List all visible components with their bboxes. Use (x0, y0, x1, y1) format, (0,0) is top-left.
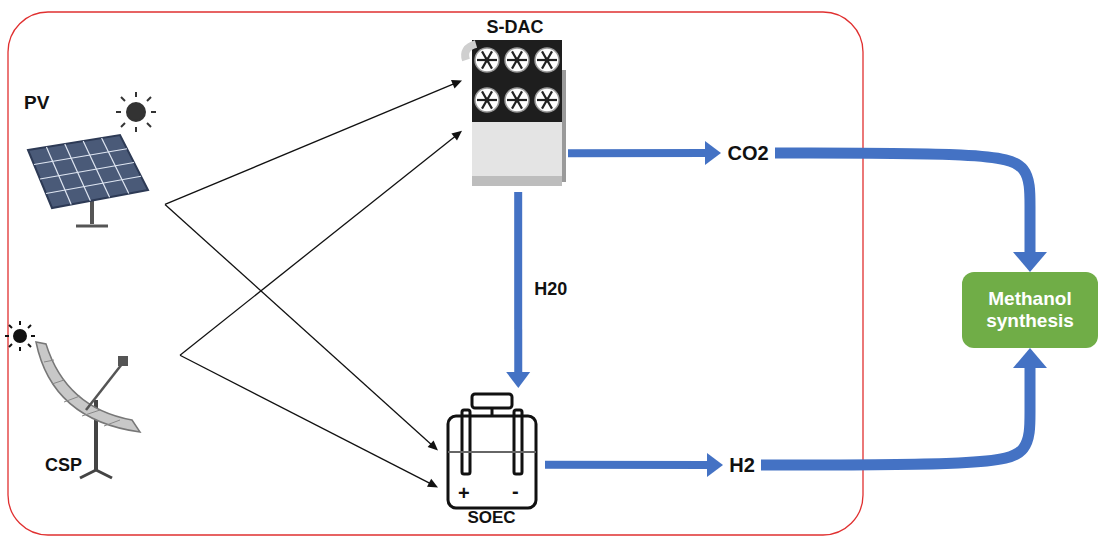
sun-icon (5, 321, 35, 351)
arrow-head (705, 141, 721, 165)
node-label: PV (24, 92, 49, 114)
node-label: CO2 (727, 142, 768, 165)
connector-group (180, 355, 438, 487)
node-label: H2 (729, 454, 755, 477)
node-label: S-DAC (487, 17, 544, 38)
dac-unit: S-DAC (462, 12, 568, 192)
connector-group (506, 192, 530, 388)
product-label: CO2 (721, 138, 775, 169)
arrow-head (428, 440, 438, 450)
connector-group (775, 153, 1047, 272)
solar-panel-icon (28, 135, 148, 226)
flow-arrow (775, 153, 1030, 253)
node-label: CSP (45, 455, 82, 476)
flow-arrow (761, 367, 1030, 465)
node-label: SOEC (467, 508, 515, 528)
arrow-head (1013, 348, 1047, 368)
soec-unit: SOEC (438, 388, 545, 530)
sun-icon (116, 92, 156, 132)
connector-group (761, 348, 1047, 465)
flow-arrow (545, 461, 708, 469)
edge-label: H20 (534, 280, 567, 300)
process-box: Methanol synthesis (962, 272, 1098, 348)
dish-collector-icon (36, 342, 140, 478)
system-boundary (8, 12, 863, 535)
connector-group (165, 204, 438, 450)
arrow-head (427, 479, 438, 488)
arrow-head (1013, 252, 1047, 272)
power-arrow (180, 355, 430, 483)
power-arrow (180, 136, 455, 355)
connector-group (568, 141, 721, 165)
pv-source: PV (18, 88, 165, 230)
power-arrow (165, 84, 454, 205)
connector-group (180, 131, 462, 355)
connector-group (545, 453, 723, 477)
arrow-head (707, 453, 723, 477)
polarity-sign: - (512, 480, 519, 502)
dac-unit-icon (465, 40, 566, 186)
polarity-sign: + (458, 482, 470, 504)
arrow-head (451, 131, 462, 141)
csp-source: CSP (15, 318, 180, 480)
power-arrow (165, 204, 431, 444)
connector-group (165, 80, 462, 204)
flow-arrow (568, 149, 706, 157)
node-label: Methanol synthesis (972, 288, 1088, 332)
arrow-head (451, 80, 462, 88)
electrolyser-icon (448, 394, 536, 508)
arrow-head (506, 372, 530, 388)
product-label: H2 (723, 450, 761, 481)
flow-arrow (514, 192, 522, 373)
